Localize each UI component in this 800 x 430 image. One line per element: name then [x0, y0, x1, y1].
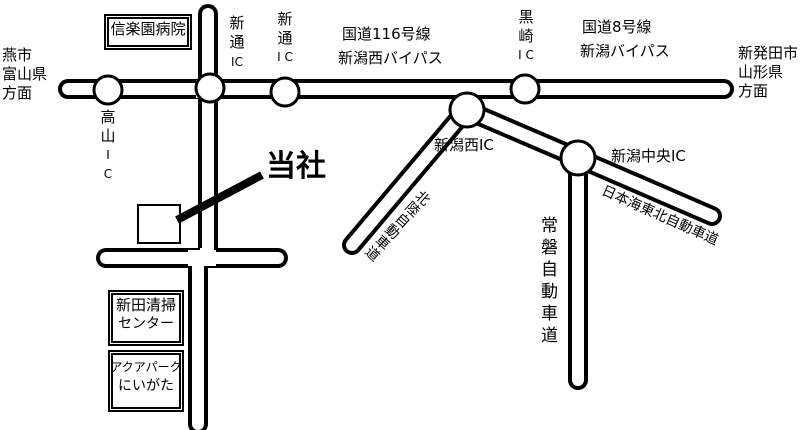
route-8-label: 国道8号線 新潟バイパス: [580, 18, 670, 60]
east-direction-label: 新発田市 山形県 方面: [738, 44, 799, 100]
shindori-ic-circle-1: [194, 72, 226, 104]
takayama-ic-circle: [92, 74, 124, 106]
office-building-marker: [137, 204, 181, 244]
office-pointer-line: [175, 171, 264, 224]
route-116-label: 国道116号線 新潟西バイパス: [338, 25, 443, 67]
shindori-ic-label-2: 新 通 I C: [277, 10, 293, 64]
interchange-circles: [92, 72, 597, 177]
office-label: 当社: [266, 149, 326, 184]
kurosaki-ic-label: 黒 崎 I C: [518, 8, 534, 62]
hospital-label: 信楽園病院: [104, 14, 192, 50]
kurosaki-ic-circle: [509, 73, 541, 105]
niigata-nishi-ic-label: 新潟西IC: [434, 136, 494, 154]
niigata-chuo-ic-label: 新潟中央IC: [611, 147, 686, 165]
niigata-nishi-ic-circle: [448, 91, 486, 129]
niigata-chuo-ic-circle: [559, 139, 597, 177]
aquapark-label: アクアパーク にいがた: [108, 350, 184, 412]
west-direction-label: 燕市 富山県 方面: [2, 46, 48, 102]
joban-expressway-label: 常磐自動車道: [537, 216, 557, 348]
takayama-ic-label: 高 山 I C: [100, 108, 116, 181]
shindori-ic-label-1: 新 通 IC: [229, 14, 245, 69]
cleaning-center-label: 新田清掃 センター: [108, 290, 184, 346]
shindori-ic-circle-2: [269, 76, 301, 108]
